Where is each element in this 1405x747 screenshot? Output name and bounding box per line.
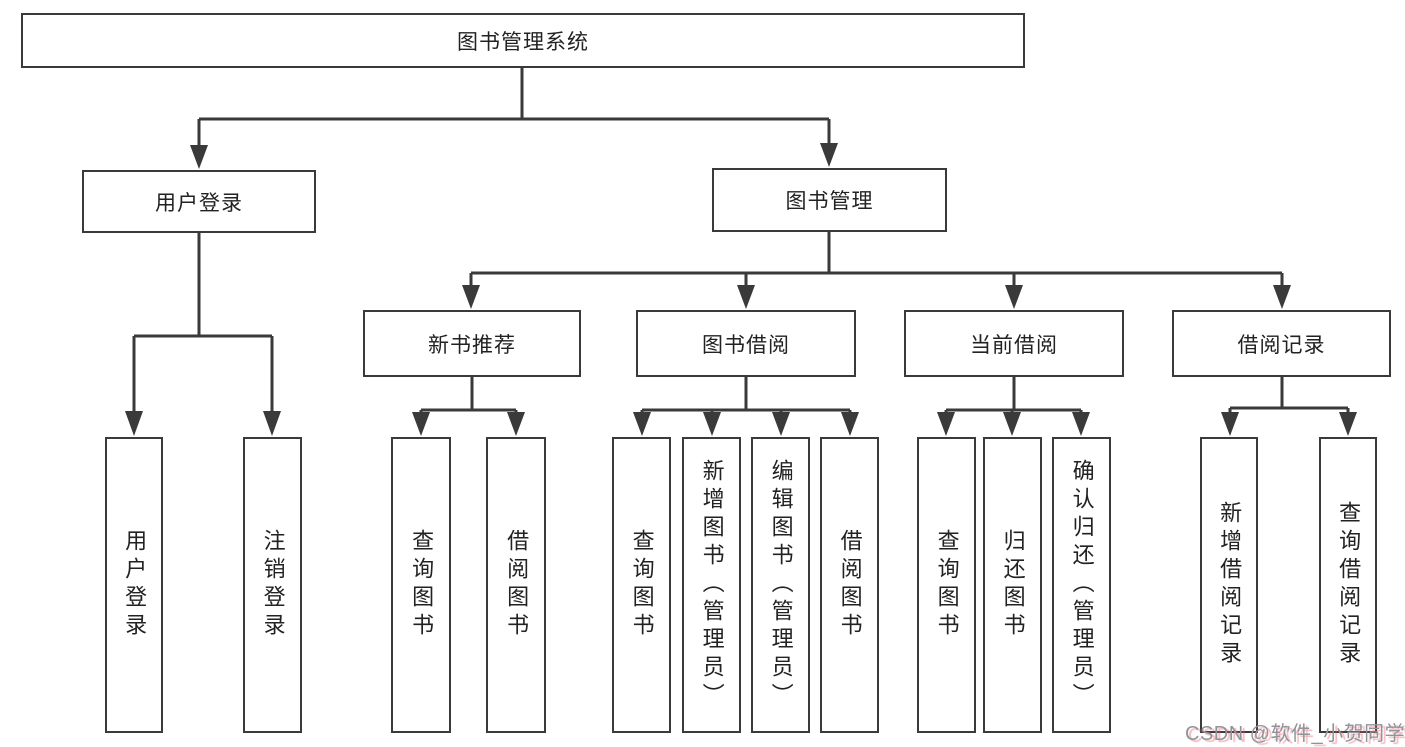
leaf-newbooks-query-books: 查询图书: [391, 437, 451, 733]
node-user-login: 用户登录: [82, 170, 316, 233]
node-new-book-recommend: 新书推荐: [363, 310, 581, 377]
leaf-borrowing-query-books: 查询图书: [612, 437, 671, 733]
node-user-login-label: 用户登录: [155, 191, 243, 215]
leaf-logout-label: 注销登录: [260, 529, 286, 641]
leaf-records-query-record-label: 查询借阅记录: [1336, 501, 1362, 669]
leaf-borrowing-borrow-books: 借阅图书: [820, 437, 879, 733]
edge-arrowheads: [125, 143, 1357, 436]
leaf-borrowing-borrow-books-label: 借阅图书: [837, 529, 863, 641]
leaf-user-login: 用户登录: [105, 437, 163, 733]
node-current-borrowing-label: 当前借阅: [970, 333, 1058, 357]
leaf-borrowing-add-books-admin-label: 新增图书（管理员）: [699, 459, 725, 711]
node-book-management: 图书管理: [712, 168, 947, 232]
leaf-borrowing-add-books-admin: 新增图书（管理员）: [682, 437, 741, 733]
node-book-borrowing: 图书借阅: [636, 310, 856, 377]
leaf-current-confirm-return-admin-label: 确认归还（管理员）: [1069, 459, 1095, 711]
node-new-book-recommend-label: 新书推荐: [428, 333, 516, 357]
leaf-current-return-books: 归还图书: [983, 437, 1042, 733]
leaf-user-login-label: 用户登录: [122, 529, 148, 641]
leaf-newbooks-borrow-books-label: 借阅图书: [504, 529, 530, 641]
leaf-current-return-books-label: 归还图书: [1000, 529, 1026, 641]
leaf-borrowing-edit-books-admin: 编辑图书（管理员）: [751, 437, 810, 733]
leaf-logout: 注销登录: [243, 437, 302, 733]
node-borrow-records-label: 借阅记录: [1237, 333, 1326, 357]
leaf-borrowing-edit-books-admin-label: 编辑图书（管理员）: [768, 459, 794, 711]
csdn-watermark: CSDN @软件_小贺同学: [1185, 723, 1405, 745]
node-root-label: 图书管理系统: [457, 30, 589, 54]
leaf-records-add-record-label: 新增借阅记录: [1217, 501, 1243, 669]
leaf-records-add-record: 新增借阅记录: [1200, 437, 1258, 733]
leaf-newbooks-borrow-books: 借阅图书: [486, 437, 546, 733]
leaf-current-query-books: 查询图书: [917, 437, 976, 733]
node-root-system: 图书管理系统: [21, 13, 1025, 68]
leaf-newbooks-query-books-label: 查询图书: [409, 529, 435, 641]
leaf-current-confirm-return-admin: 确认归还（管理员）: [1052, 437, 1111, 733]
leaf-records-query-record: 查询借阅记录: [1319, 437, 1377, 733]
leaf-current-query-books-label: 查询图书: [934, 529, 960, 641]
node-current-borrowing: 当前借阅: [904, 310, 1124, 377]
node-borrow-records: 借阅记录: [1172, 310, 1391, 377]
node-book-management-label: 图书管理: [785, 190, 874, 213]
node-book-borrowing-label: 图书借阅: [702, 333, 790, 357]
leaf-borrowing-query-books-label: 查询图书: [629, 529, 655, 641]
